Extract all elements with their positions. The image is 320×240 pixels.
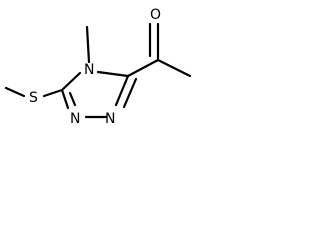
bond-n1-c5-double: [68, 91, 77, 107]
atom-oxygen-label: O: [150, 7, 161, 23]
atom-sulfur-label: S: [29, 90, 38, 106]
bond-c3-n2-double: [122, 77, 138, 109]
atom-n4-label: N: [84, 62, 94, 78]
bond-nmethyl: [85, 25, 91, 64]
molecule-svg: N N N S O: [4, 7, 192, 126]
bond-c3-n2: [114, 74, 130, 107]
bond-s-methyl: [4, 86, 26, 98]
bond-c5-n4: [60, 71, 82, 92]
bond-c3-carbonyl: [126, 58, 160, 78]
atom-n2-label: N: [105, 111, 115, 126]
bond-c5-s: [42, 88, 64, 98]
bond-carbonyl-methyl: [156, 58, 192, 78]
chemical-structure-diagram: N N N S O: [0, 0, 204, 126]
atom-n1-label: N: [70, 111, 80, 126]
bond-n1-c5: [60, 88, 70, 110]
bond-n4-c3: [96, 70, 130, 78]
